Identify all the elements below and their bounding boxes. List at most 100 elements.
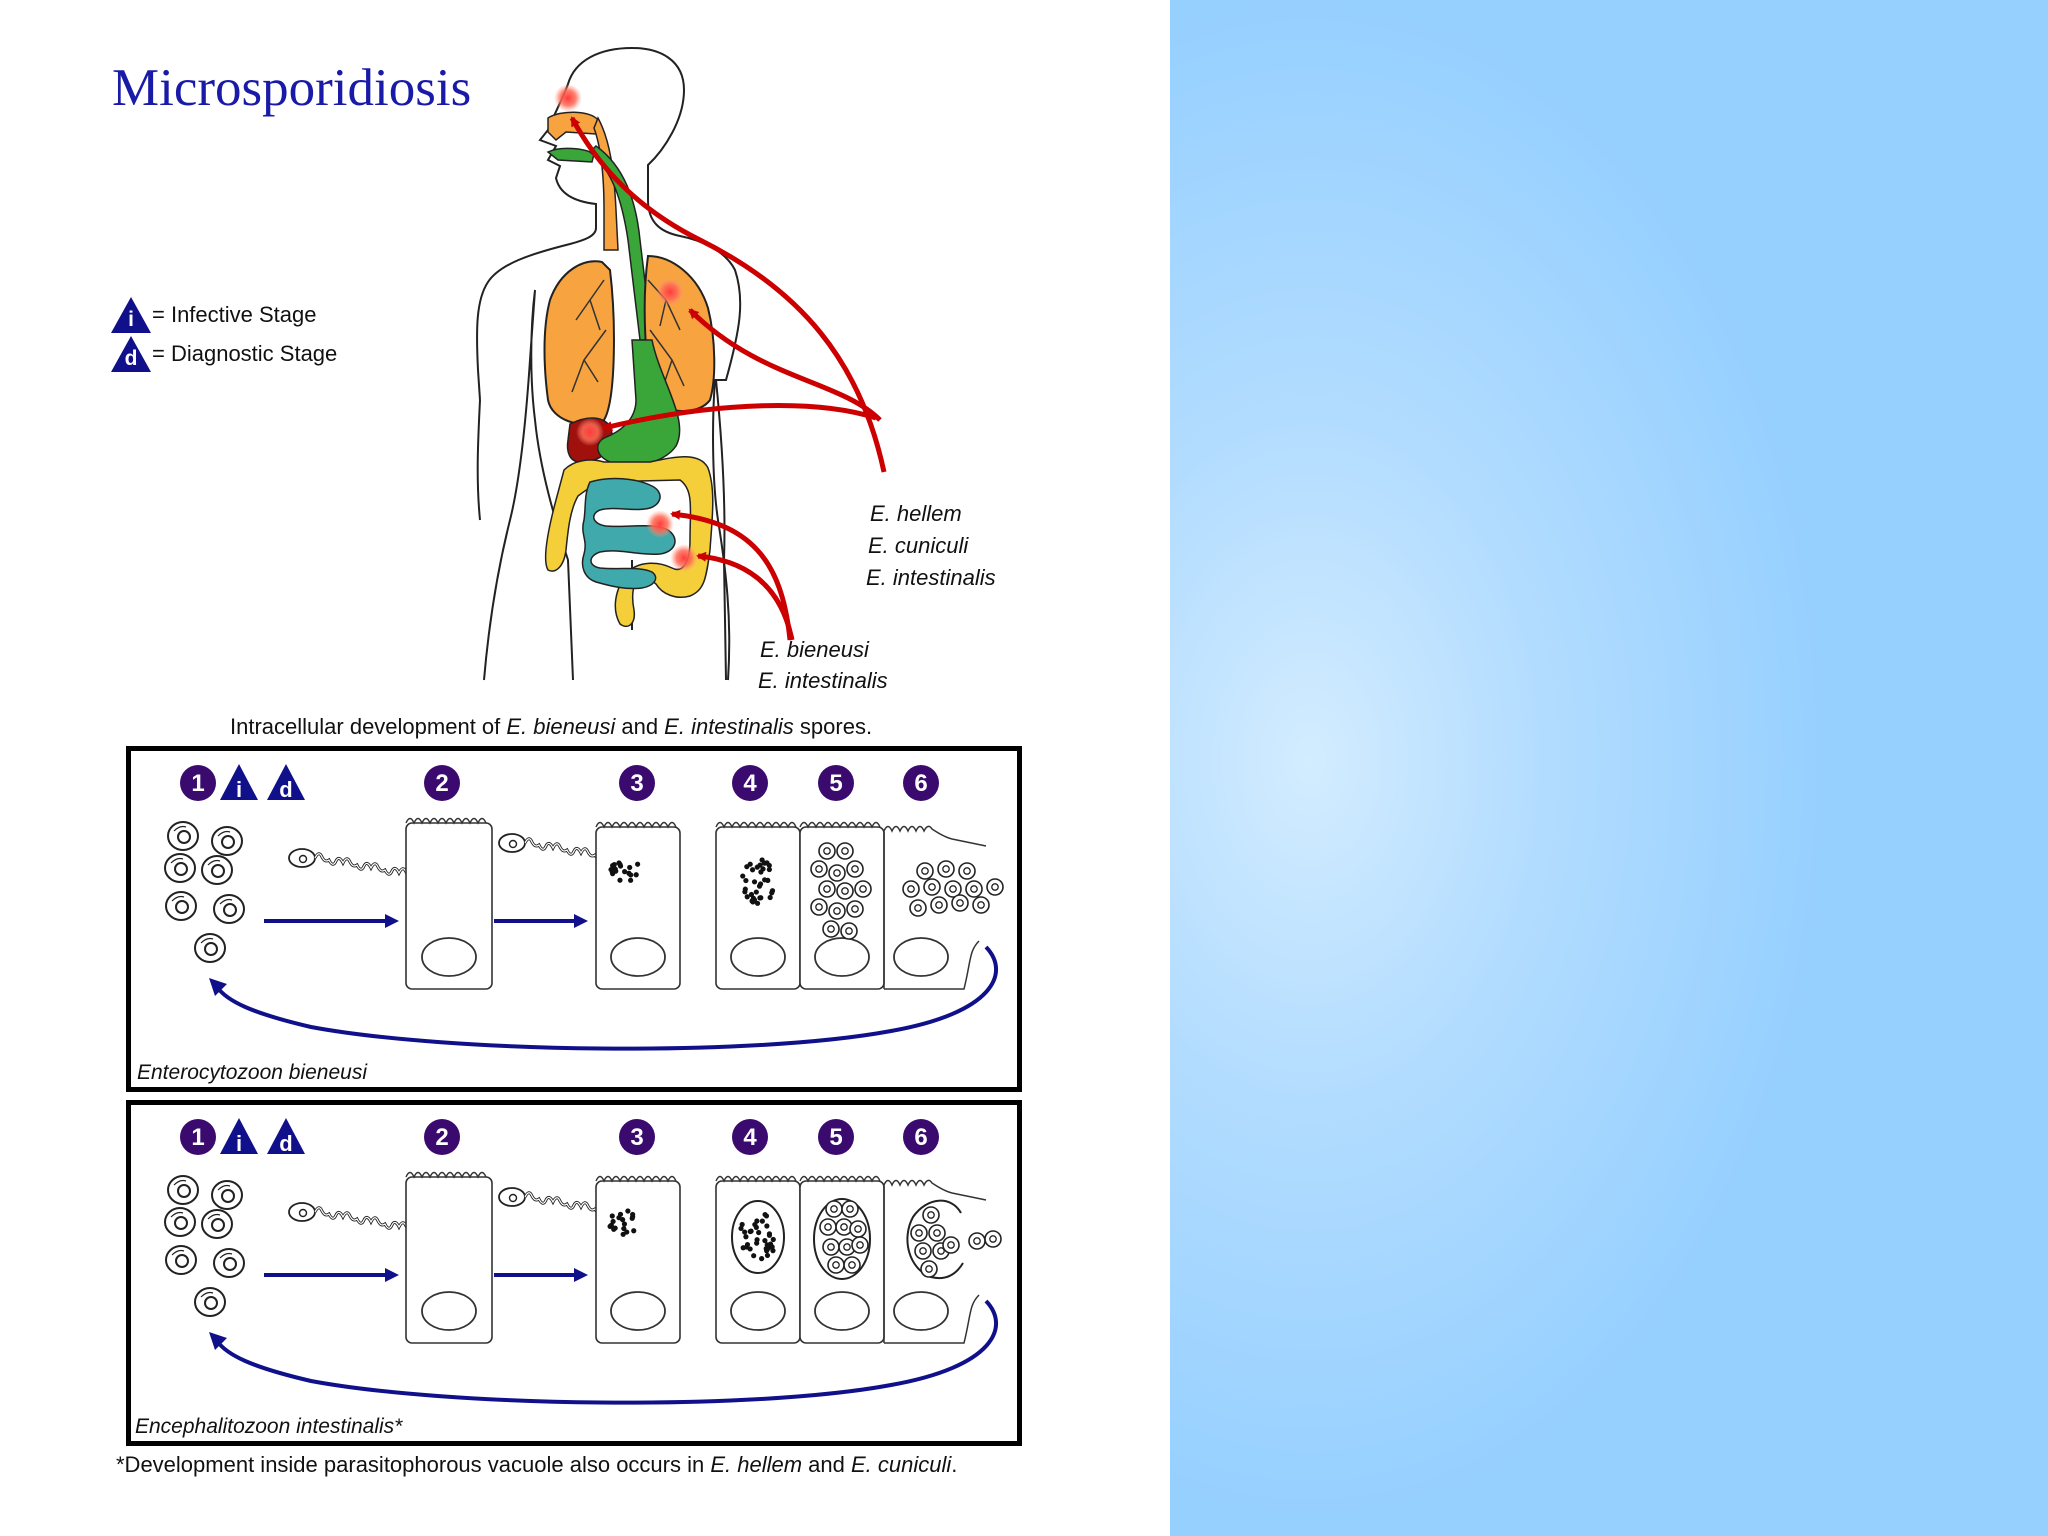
cell-nucleus (814, 937, 870, 977)
proliferating-meront (762, 1211, 768, 1218)
panel-label: Enterocytozoon bieneusi (137, 1061, 367, 1084)
proliferating-meront (747, 1246, 753, 1252)
proliferating-meront (766, 1232, 773, 1238)
proliferating-meront (612, 1225, 618, 1231)
step-number-badge (903, 1119, 939, 1155)
proliferating-meront (622, 869, 628, 875)
species-label: E. intestinalis (866, 565, 996, 590)
stage-letter: d (279, 1131, 292, 1156)
human-body-illustration (476, 46, 887, 681)
cell-nucleus (421, 937, 477, 977)
arrow-to-liver (602, 403, 877, 431)
step-number: 6 (914, 1124, 927, 1151)
footnote: *Development inside parasitophorous vacu… (116, 1452, 958, 1477)
infection-spot-small-intestine (646, 510, 674, 538)
proliferating-meront (761, 860, 768, 866)
step-number: 3 (630, 1124, 643, 1151)
cell-nucleus (610, 937, 666, 977)
diagnostic-stage-icon: d (110, 335, 152, 373)
stage-letter: i (236, 1131, 242, 1156)
ruptured-enterocyte (883, 1179, 987, 1343)
proliferating-meront (759, 1218, 765, 1224)
proliferating-meront (751, 1253, 757, 1259)
cell-nucleus (814, 1291, 870, 1331)
step-number: 4 (743, 770, 757, 797)
species-label: E. bieneusi (760, 637, 869, 662)
panel-label: Encephalitozoon intestinalis* (135, 1415, 403, 1438)
step-number: 2 (435, 1124, 448, 1151)
proliferating-meront (751, 879, 758, 885)
cell-nucleus (610, 1291, 666, 1331)
proliferating-meront (739, 1221, 745, 1228)
arrow-to-lung (688, 308, 882, 422)
proliferating-meront (607, 1223, 613, 1229)
ruptured-enterocyte (883, 825, 987, 989)
proliferating-meront (625, 1208, 631, 1214)
proliferating-meront (754, 864, 760, 870)
proliferating-meront (762, 1237, 768, 1244)
proliferating-meront (621, 1221, 628, 1227)
proliferating-meront (742, 889, 748, 895)
cell-nucleus (730, 1291, 786, 1331)
proliferating-meront (743, 1234, 749, 1240)
proliferating-meront (617, 877, 623, 883)
step-number: 1 (191, 1124, 204, 1151)
large-intestine (544, 456, 714, 628)
nasal-cavity (547, 111, 599, 142)
stage-triangle-icon (267, 764, 305, 800)
proliferating-meront (756, 1229, 762, 1236)
proliferating-meront (769, 888, 776, 894)
return-arrow (215, 945, 998, 1051)
proliferating-meront (613, 868, 619, 874)
proliferating-meront (762, 877, 768, 883)
step-number-badge (424, 1119, 460, 1155)
proliferating-meront (616, 860, 622, 866)
proliferating-meront (749, 898, 755, 904)
arrow-to-eye (569, 116, 887, 473)
species-list-lower: E. bieneusi E. intestinalis (758, 634, 888, 696)
stage-triangle-icon (220, 1118, 258, 1154)
return-arrow (215, 1299, 998, 1405)
step-number: 4 (743, 1124, 757, 1151)
ruptured-vacuole (906, 1199, 964, 1279)
proliferating-meront (628, 877, 634, 883)
proliferating-meront (769, 1244, 775, 1250)
step-number: 2 (435, 770, 448, 797)
species-list-upper: E. hellem E. cuniculi E. intestinalis (866, 498, 996, 594)
step-number: 3 (630, 770, 643, 797)
proliferating-meront (740, 873, 746, 879)
proliferating-meront (609, 1213, 615, 1219)
step-number: 1 (191, 770, 204, 797)
proliferating-meront (610, 863, 616, 869)
arrow-to-colon (696, 551, 795, 641)
proliferating-meront (630, 1214, 636, 1220)
species-label: E. cuniculi (868, 533, 969, 558)
infection-spot-liver (576, 418, 604, 446)
proliferating-meront (635, 861, 641, 867)
step-number: 5 (829, 770, 842, 797)
cell-nucleus (730, 937, 786, 977)
proliferating-meront (738, 1225, 744, 1232)
proliferating-meront (758, 869, 764, 875)
lung-left (543, 260, 615, 425)
proliferating-meront (754, 900, 761, 906)
proliferating-meront (621, 1225, 627, 1232)
proliferating-meront (757, 895, 763, 901)
stage-letter: d (279, 777, 292, 802)
step-number-badge (818, 1119, 854, 1155)
proliferating-meront (633, 872, 639, 878)
proliferating-meront (620, 1231, 626, 1237)
proliferating-meront (617, 1211, 624, 1217)
cell-nucleus (893, 1291, 949, 1331)
proliferating-meront (748, 891, 755, 898)
proliferating-meront (770, 1236, 776, 1243)
step-number-badge (818, 765, 854, 801)
stage-letter: i (236, 777, 242, 802)
step-number-badge (619, 765, 655, 801)
proliferating-meront (627, 864, 633, 871)
proliferating-meront (744, 894, 750, 900)
proliferating-meront (754, 1218, 760, 1224)
intracellular-caption: Intracellular development of E. bieneusi… (230, 714, 873, 739)
